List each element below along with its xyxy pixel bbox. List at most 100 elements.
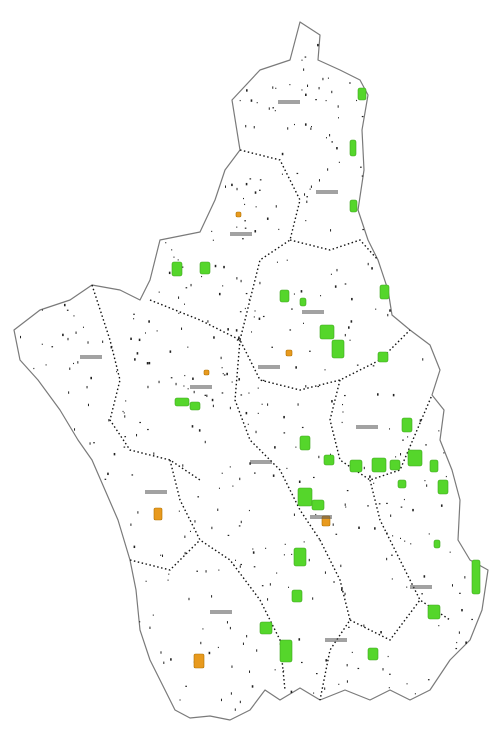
settlement-dot [124, 415, 126, 418]
settlement-dot [318, 455, 320, 459]
settlement-dot [239, 477, 241, 481]
settlement-dot [249, 670, 251, 673]
settlement-dot [136, 433, 138, 437]
settlement-dot [283, 415, 285, 419]
settlement-dot [168, 573, 170, 575]
settlement-dot [104, 478, 107, 480]
district-label-mark [145, 490, 167, 494]
settlement-dot [275, 205, 277, 208]
settlement-dot [211, 398, 214, 402]
settlement-dot [251, 685, 254, 688]
settlement-dot [440, 504, 443, 507]
settlement-dot [400, 453, 402, 456]
settlement-dot [208, 651, 211, 655]
settlement-dot [200, 641, 202, 645]
settlement-dot [51, 346, 54, 348]
settlement-dot [425, 444, 427, 446]
settlement-dot [198, 429, 201, 432]
settlement-dot [342, 411, 344, 413]
settlement-dot [390, 514, 392, 517]
settlement-dot [333, 581, 335, 583]
orange-patch [235, 211, 242, 218]
settlement-dot [395, 456, 397, 458]
settlement-dot [438, 430, 440, 432]
settlement-dot [386, 532, 388, 534]
settlement-dot [90, 376, 92, 380]
settlement-dot [275, 87, 277, 89]
settlement-dot [266, 217, 269, 220]
district-labels [80, 100, 432, 642]
settlement-dot [286, 467, 288, 470]
settlement-dot [130, 337, 132, 341]
settlement-dot [389, 673, 391, 675]
settlement-dot [236, 339, 239, 341]
settlement-dot [183, 385, 185, 387]
settlement-dot [231, 381, 233, 383]
settlement-dot [202, 628, 204, 630]
settlement-dot [271, 346, 274, 348]
settlement-dot [259, 189, 261, 191]
settlement-dot [240, 394, 243, 396]
settlement-dot [238, 525, 241, 527]
settlement-dot [309, 350, 311, 352]
settlement-dot [268, 107, 270, 110]
district-boundary-7 [169, 459, 286, 691]
settlement-dot [246, 89, 248, 92]
settlement-dot [421, 593, 423, 595]
green-patch [377, 351, 389, 363]
district-label-mark [230, 232, 252, 236]
settlement-dot [391, 554, 393, 556]
settlement-dot [297, 403, 299, 406]
settlement-dot [110, 346, 113, 349]
settlement-dot [445, 475, 447, 478]
settlement-dot [134, 358, 136, 361]
settlement-dot [290, 690, 293, 694]
settlement-dot [249, 178, 252, 180]
settlement-dot [221, 472, 223, 474]
settlement-dot [254, 472, 256, 474]
settlement-dot [211, 526, 213, 530]
green-patches [171, 87, 481, 663]
green-patch [349, 459, 363, 473]
settlement-dot [149, 626, 151, 629]
settlement-dot [245, 182, 248, 186]
settlement-dot [315, 673, 318, 675]
green-patch [311, 499, 325, 511]
settlement-dot [361, 115, 364, 118]
settlement-dot [376, 393, 379, 396]
settlement-dot [267, 403, 269, 406]
settlement-dot [254, 191, 257, 194]
settlement-dot [253, 566, 256, 568]
settlement-dot [291, 553, 293, 556]
settlement-dot [146, 362, 149, 365]
green-patch [297, 487, 313, 507]
settlement-dot [471, 618, 473, 621]
settlement-dot [295, 366, 297, 369]
settlement-dot [301, 426, 304, 429]
settlement-dot [351, 297, 353, 301]
settlement-dot [229, 626, 231, 630]
settlement-dot [325, 99, 327, 102]
settlement-dot [123, 412, 125, 414]
settlement-dot [239, 700, 241, 704]
settlement-dot [175, 382, 177, 386]
settlement-dot [235, 329, 238, 332]
settlement-dot [163, 661, 165, 664]
settlement-dot [304, 56, 307, 58]
settlement-dot [259, 179, 262, 181]
settlement-dot [196, 570, 198, 572]
settlement-dot [165, 242, 167, 244]
green-patch [371, 457, 387, 473]
district-boundary-1 [239, 149, 301, 341]
district-boundary-4 [91, 284, 201, 481]
settlement-dot [327, 77, 329, 79]
settlement-dot [461, 608, 463, 612]
settlement-dot [361, 175, 364, 177]
settlement-dot [358, 526, 360, 529]
settlement-dot [116, 371, 118, 373]
settlement-dot [274, 110, 276, 112]
settlement-dot [178, 510, 180, 512]
green-patch [349, 199, 358, 213]
settlement-dot [348, 626, 350, 628]
settlement-dots [20, 43, 477, 711]
